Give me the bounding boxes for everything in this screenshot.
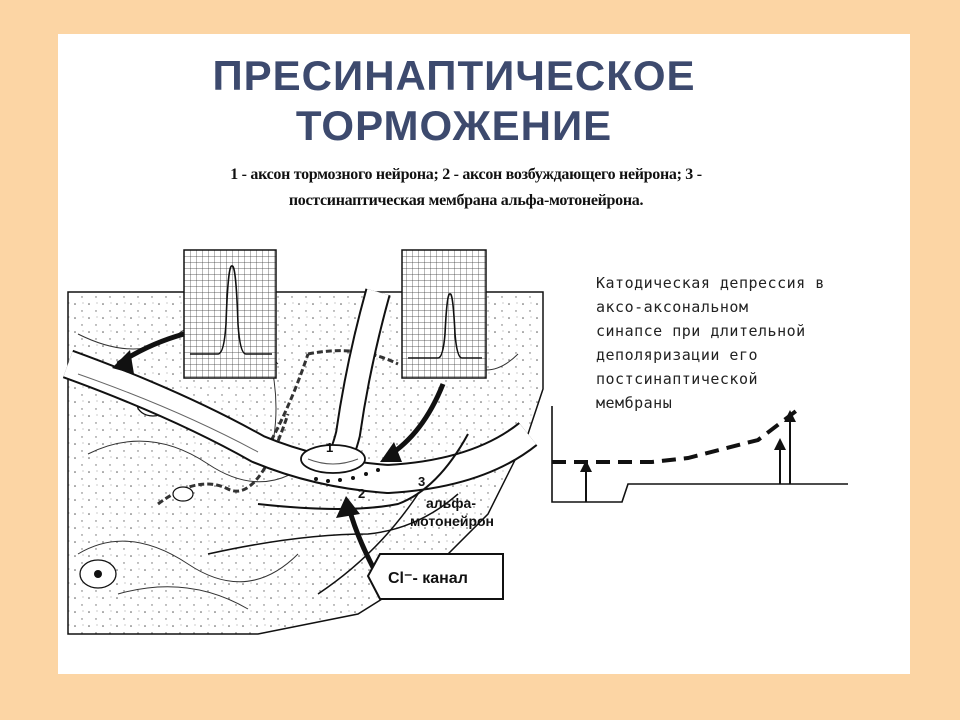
presynaptic-inhibition-diagram: 1 2 3 альфа- мотонейрон Cl⁻- канал	[62, 249, 848, 635]
alpha-label-line-1: альфа-	[426, 495, 476, 511]
annotation-line-4: деполяризации его	[596, 346, 759, 364]
caption-line-1: 1 - аксон тормозного нейрона; 2 - аксон …	[230, 166, 702, 183]
label-2: 2	[358, 486, 365, 501]
synaptic-vesicles	[314, 468, 380, 483]
annotation-line-2: аксо-аксональном	[596, 298, 749, 316]
chloride-channel-label: Cl⁻- канал	[388, 570, 468, 587]
title-line-2: ТОРМОЖЕНИЕ	[295, 102, 613, 149]
potential-graph	[551, 406, 848, 503]
annotation-line-6: мембраны	[596, 394, 673, 412]
recording-panel-right	[401, 249, 487, 379]
slide: ПРЕСИНАПТИЧЕСКОЕ ТОРМОЖЕНИЕ 1 - аксон то…	[58, 34, 910, 674]
alpha-label-line-2: мотонейрон	[410, 513, 494, 529]
caption-line-2: постсинаптическая мембрана альфа-мотоней…	[288, 192, 644, 209]
title-line-1: ПРЕСИНАПТИЧЕСКОЕ	[212, 52, 696, 99]
motoneuron-membrane	[207, 433, 469, 595]
inhibitory-axon	[300, 288, 391, 474]
label-3: 3	[418, 474, 425, 489]
recording-panel-left	[183, 249, 277, 379]
annotation-line-3: синапсе при длительной	[596, 322, 806, 340]
annotation-line-5: постсинаптической	[596, 370, 759, 388]
annotation-line-1: Катодическая депрессия в	[596, 274, 825, 292]
chloride-channel-box: Cl⁻- канал	[366, 553, 504, 600]
label-1: 1	[326, 440, 333, 455]
